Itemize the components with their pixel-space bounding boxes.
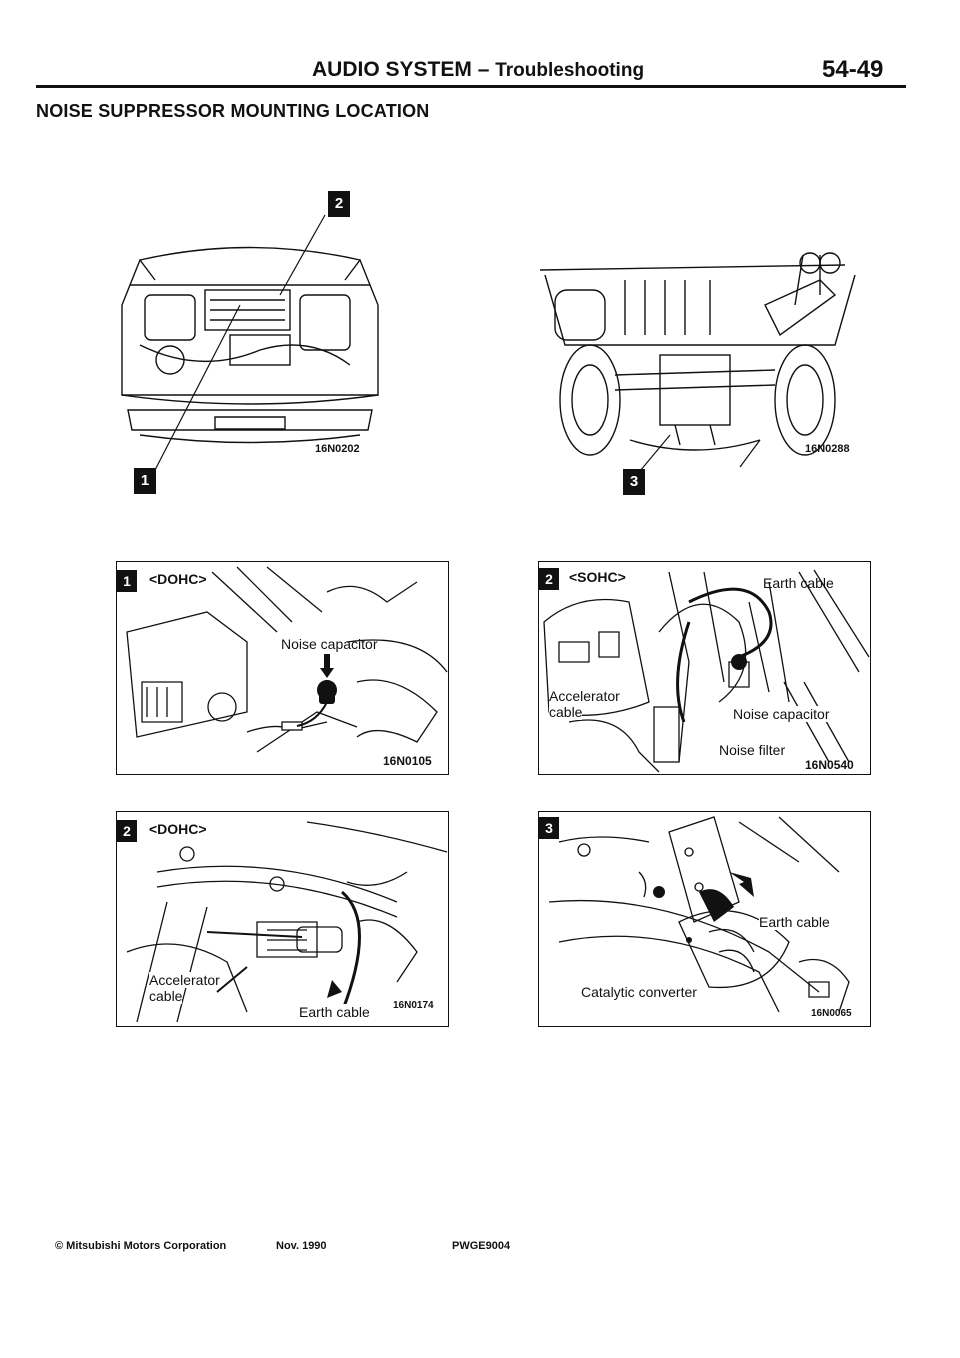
underbody-drawing: [539, 252, 856, 478]
figure-code-panel-2: 16N0540: [805, 758, 854, 772]
panel-1-number: 1: [117, 570, 137, 592]
panel-3-drawing: [126, 821, 448, 1023]
engine-bay-illustration: 2 1 16N0202: [110, 185, 410, 505]
page-header-title: AUDIO SYSTEM – Troubleshooting: [312, 58, 644, 82]
footer-date: Nov. 1990: [276, 1240, 327, 1252]
panel-3-number: 2: [117, 820, 137, 842]
callout-badge-3: 3: [623, 469, 645, 495]
label-catalytic-converter: Catalytic converter: [581, 984, 697, 1000]
panel-4-number: 3: [539, 817, 559, 839]
header-dash: –: [477, 58, 490, 81]
page-number: 54-49: [822, 56, 884, 83]
engine-bay-drawing: [121, 214, 379, 471]
panel-1-variant: <DOHC>: [149, 571, 207, 587]
header-title-text: AUDIO SYSTEM: [312, 58, 472, 81]
figure-code-engine-bay: 16N0202: [315, 443, 360, 455]
panel-1-drawing: [126, 566, 448, 753]
footer-doc-code: PWGE9004: [452, 1240, 511, 1252]
underbody-illustration: 3 16N0288: [535, 245, 865, 505]
header-rule: [36, 85, 906, 88]
label-accelerator-dohc: Accelerator: [149, 972, 220, 988]
figure-code-underbody: 16N0288: [805, 443, 850, 455]
label-earth-cable-catalytic: Earth cable: [759, 914, 830, 930]
label-earth-cable-sohc: Earth cable: [763, 575, 834, 591]
callout-badge-1: 1: [134, 468, 156, 494]
noise-capacitor-part: [317, 680, 337, 704]
figure-code-panel-4: 16N0065: [811, 1008, 852, 1019]
label-cable-dohc: cable: [149, 988, 183, 1004]
callout-badge-2: 2: [328, 191, 350, 217]
panel-2-drawing: [543, 569, 870, 773]
label-noise-capacitor-sohc: Noise capacitor: [733, 706, 830, 722]
detail-panel-1-dohc: 1 <DOHC> Noise capacitor 16N0105: [116, 561, 449, 775]
panel-4-drawing: [548, 816, 850, 1013]
detail-panel-2-sohc: 2 <SOHC> Earth cable Accelerator cable N…: [538, 561, 871, 775]
detail-panel-2-dohc: 2 <DOHC> Accelerator cable Earth cable 1…: [116, 811, 449, 1027]
panel-2-number: 2: [539, 568, 559, 590]
panel-3-variant: <DOHC>: [149, 821, 207, 837]
footer-copyright: © Mitsubishi Motors Corporation: [55, 1240, 227, 1252]
panel-2-variant: <SOHC>: [569, 569, 626, 585]
header-subtitle: Troubleshooting: [495, 60, 645, 81]
label-cable-sohc: cable: [549, 704, 583, 720]
label-accelerator-sohc: Accelerator: [549, 688, 620, 704]
figure-code-panel-3: 16N0174: [393, 1000, 434, 1011]
label-noise-filter: Noise filter: [719, 742, 786, 758]
label-noise-capacitor: Noise capacitor: [281, 636, 378, 652]
label-earth-cable-dohc: Earth cable: [299, 1004, 370, 1020]
section-title: NOISE SUPPRESSOR MOUNTING LOCATION: [36, 101, 430, 121]
figure-code-panel-1: 16N0105: [383, 754, 432, 768]
detail-panel-3-catalytic: 3 Earth cable Catalytic converter 16N006…: [538, 811, 871, 1027]
